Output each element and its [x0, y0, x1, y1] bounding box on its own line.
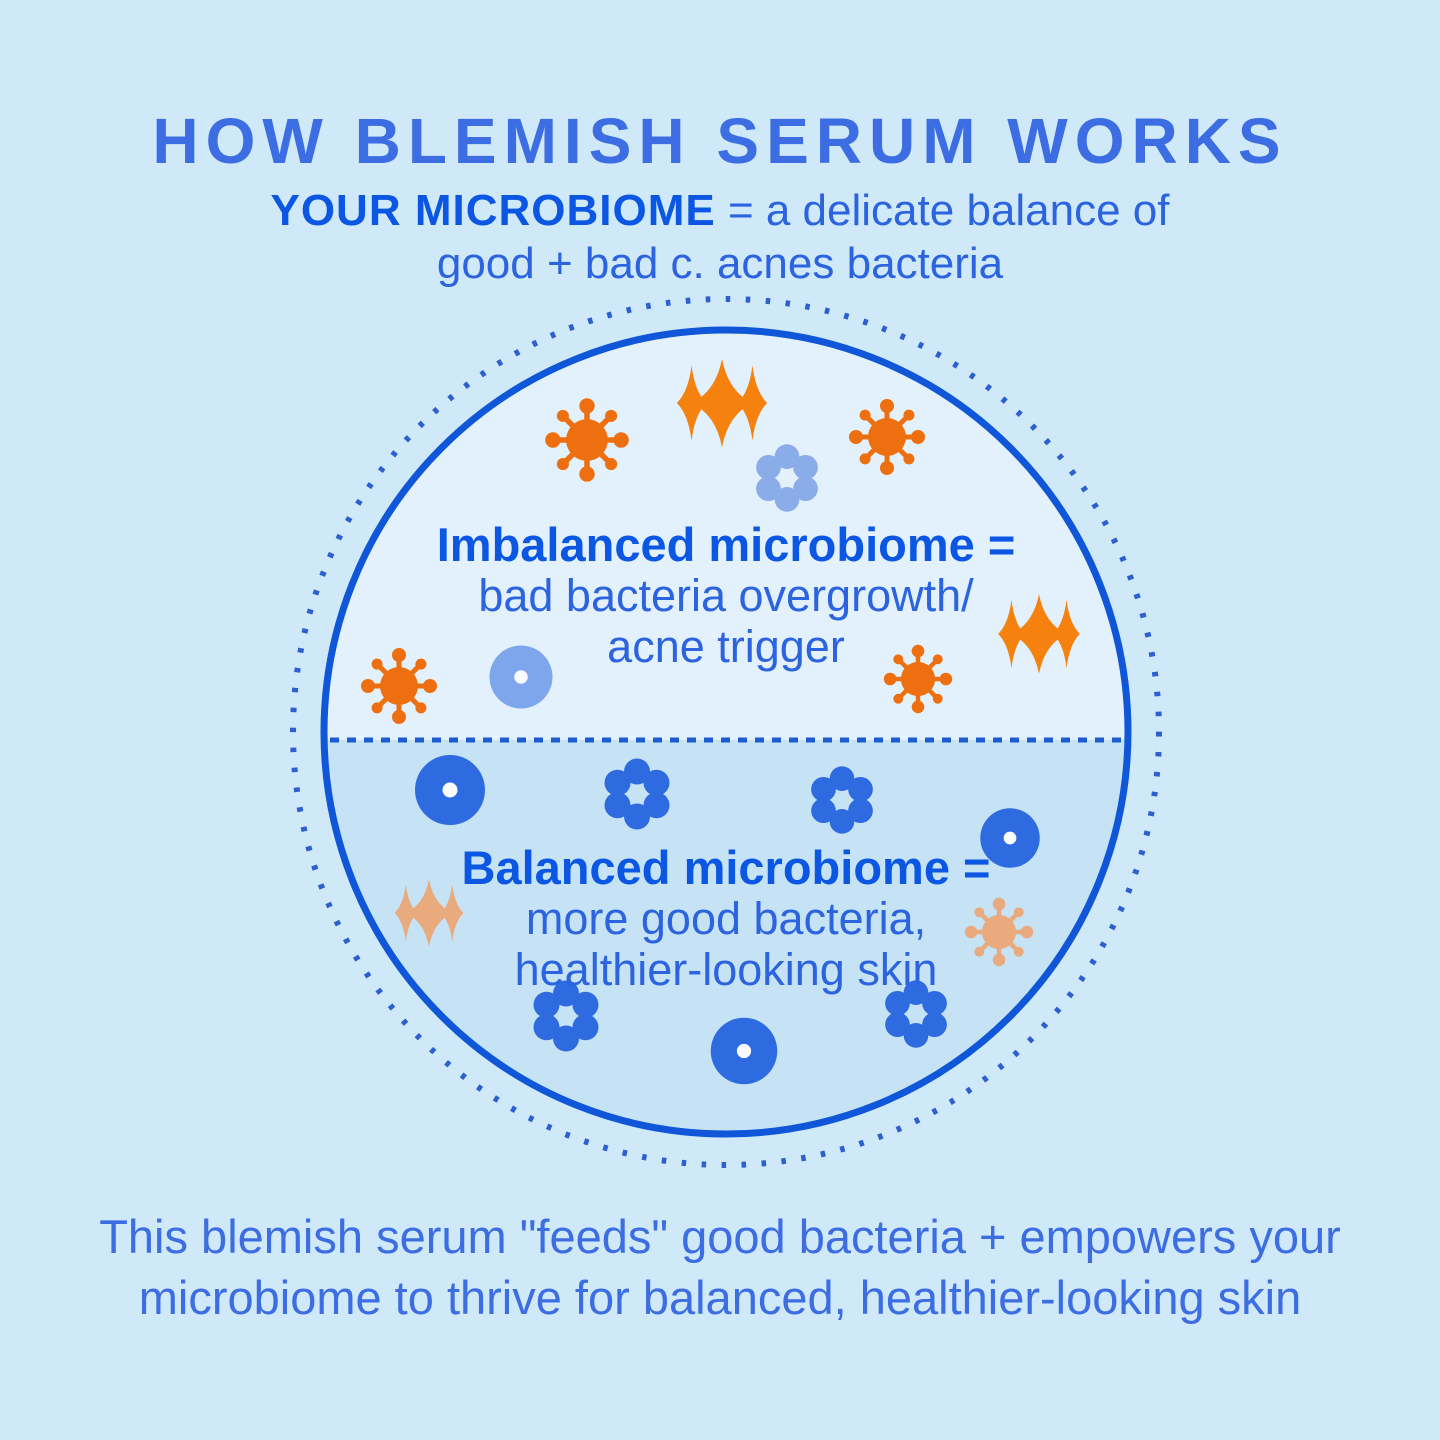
good-bacteria-donut-icon [415, 755, 485, 825]
subtitle-highlight: YOUR MICROBIOME [270, 186, 716, 235]
good-bacteria-flower-icon [811, 766, 873, 834]
bad-bacteria-spark-icon [998, 594, 1080, 674]
footer-line-1: This blemish serum "feeds" good bacteria… [99, 1210, 1341, 1263]
good-bacteria-flower-icon [604, 758, 670, 830]
subtitle-rest: = a delicate balance of [715, 186, 1170, 235]
footer-line-2: microbiome to thrive for balanced, healt… [138, 1271, 1302, 1324]
bad-bacteria-virus-icon [849, 399, 925, 475]
subtitle: YOUR MICROBIOME = a delicate balance of … [0, 184, 1440, 290]
bad-bacteria-virus-icon [883, 644, 953, 714]
imbalanced-line-2: bad bacteria overgrowth/ [478, 570, 974, 621]
bad-bacteria-virus-icon [964, 897, 1034, 967]
petri-dish-outline [320, 326, 1132, 1138]
subtitle-line-2: good + bad c. acnes bacteria [436, 239, 1004, 288]
good-bacteria-donut-icon [980, 808, 1040, 868]
balanced-heading: Balanced microbiome = [461, 841, 991, 894]
dotted-ring [290, 296, 1162, 1168]
good-bacteria-donut-icon [489, 645, 553, 709]
bad-bacteria-virus-icon [361, 648, 437, 724]
good-bacteria-donut-icon [710, 1017, 778, 1085]
balanced-line-2: more good bacteria, [525, 893, 927, 944]
balanced-line-3: healthier-looking skin [514, 944, 938, 995]
good-bacteria-flower-icon [533, 980, 599, 1052]
imbalanced-heading: Imbalanced microbiome = [436, 518, 1016, 571]
bad-bacteria-spark-icon [676, 358, 768, 448]
good-bacteria-flower-icon [756, 444, 818, 512]
subtitle-line-1: YOUR MICROBIOME = a delicate balance of [0, 184, 1440, 237]
bad-bacteria-spark-icon [394, 879, 464, 947]
imbalanced-zone-label: Imbalanced microbiome = bad bacteria ove… [322, 519, 1130, 672]
bad-bacteria-virus-icon [545, 398, 629, 482]
bacteria-icons-layer [361, 358, 1080, 1085]
page-title: HOW BLEMISH SERUM WORKS [152, 105, 1288, 177]
footer-text: This blemish serum "feeds" good bacteria… [40, 1206, 1400, 1328]
good-bacteria-flower-icon [885, 980, 947, 1048]
imbalanced-line-3: acne trigger [607, 621, 845, 672]
balanced-zone-label: Balanced microbiome = more good bacteria… [322, 842, 1130, 995]
